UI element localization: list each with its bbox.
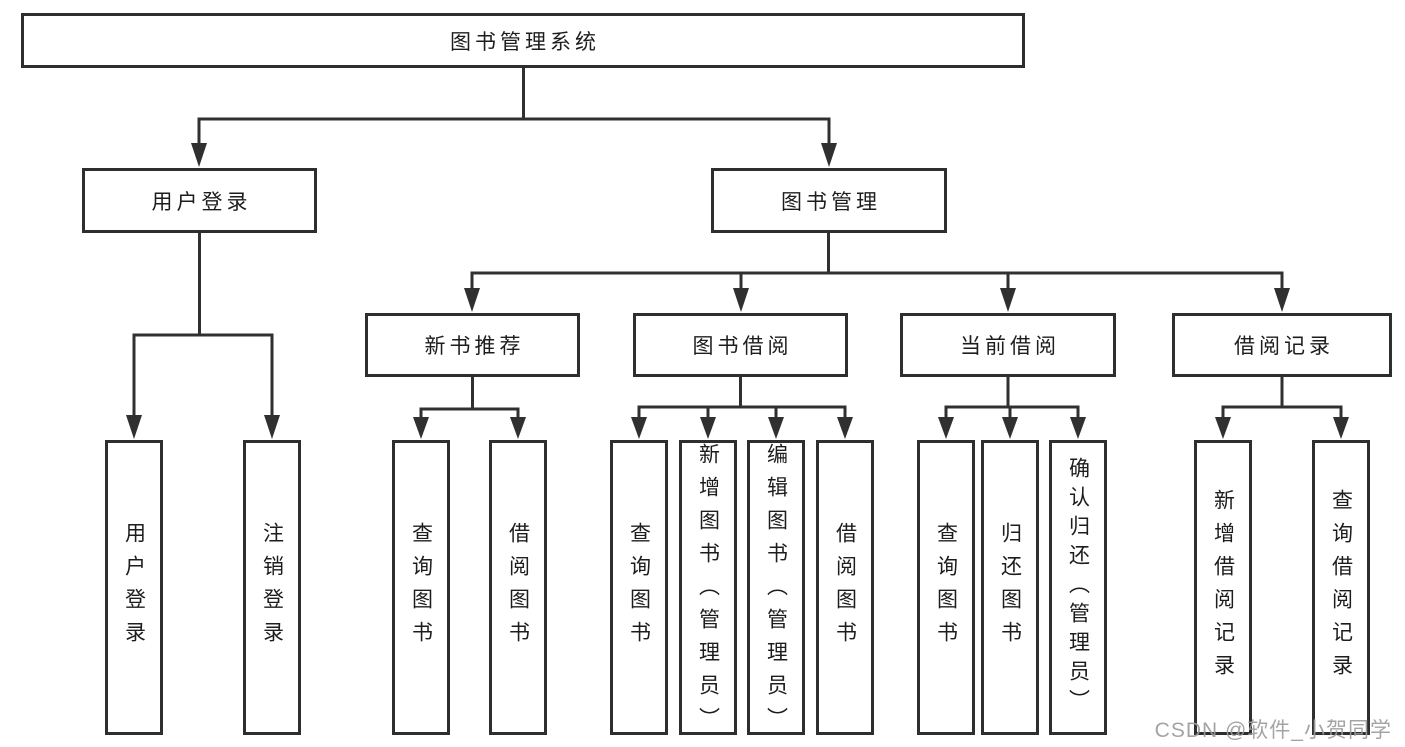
leaf-label: 查询图书 — [409, 521, 433, 654]
leaf-user-login: 用户登录 — [105, 440, 163, 735]
node-label: 当前借阅 — [960, 335, 1060, 358]
node-label: 新书推荐 — [424, 335, 525, 358]
leaf-confirm-return-admin: 确认归还（管理员） — [1049, 440, 1107, 735]
leaf-label: 借阅图书 — [833, 521, 857, 654]
leaf-edit-books-admin: 编辑图书（管理员） — [747, 440, 805, 740]
leaf-borrow-books-recommend: 借阅图书 — [489, 440, 547, 735]
leaf-label: 确认归还（管理员） — [1066, 457, 1090, 718]
leaf-label: 查询图书 — [934, 521, 958, 654]
node-book-management-group: 图书管理 — [711, 168, 947, 233]
leaf-return-books: 归还图书 — [981, 440, 1039, 735]
leaf-label: 新增图书（管理员） — [696, 443, 720, 740]
leaf-borrow-books: 借阅图书 — [816, 440, 874, 735]
node-library-management-system: 图书管理系统 — [21, 13, 1025, 68]
csdn-watermark: CSDN @软件_小贺同学 — [1154, 719, 1392, 742]
leaf-query-borrow-record: 查询借阅记录 — [1312, 440, 1370, 735]
node-label: 用户登录 — [151, 190, 252, 214]
node-borrowing-records: 借阅记录 — [1172, 313, 1392, 377]
leaf-label: 注销登录 — [260, 521, 284, 654]
node-new-book-recommendation: 新书推荐 — [365, 313, 580, 377]
leaf-query-books-borrow: 查询图书 — [610, 440, 668, 735]
node-current-borrowing: 当前借阅 — [900, 313, 1116, 377]
node-label: 图书管理系统 — [450, 30, 600, 54]
leaf-label: 编辑图书（管理员） — [764, 443, 788, 740]
node-book-borrowing: 图书借阅 — [633, 313, 848, 377]
leaf-add-borrow-record: 新增借阅记录 — [1194, 440, 1252, 735]
node-label: 图书借阅 — [692, 335, 793, 358]
leaf-label: 归还图书 — [998, 521, 1022, 654]
node-user-login-group: 用户登录 — [82, 168, 317, 233]
node-label: 借阅记录 — [1234, 335, 1334, 358]
leaf-label: 新增借阅记录 — [1211, 488, 1235, 687]
leaf-query-books-recommend: 查询图书 — [392, 440, 450, 735]
leaf-label: 借阅图书 — [506, 521, 530, 654]
node-label: 图书管理 — [781, 190, 881, 214]
leaf-query-books-current: 查询图书 — [917, 440, 975, 735]
leaf-add-books-admin: 新增图书（管理员） — [679, 440, 737, 740]
leaf-label: 查询图书 — [627, 521, 651, 654]
leaf-label: 用户登录 — [122, 521, 146, 654]
leaf-logout: 注销登录 — [243, 440, 301, 735]
leaf-label: 查询借阅记录 — [1329, 488, 1353, 687]
